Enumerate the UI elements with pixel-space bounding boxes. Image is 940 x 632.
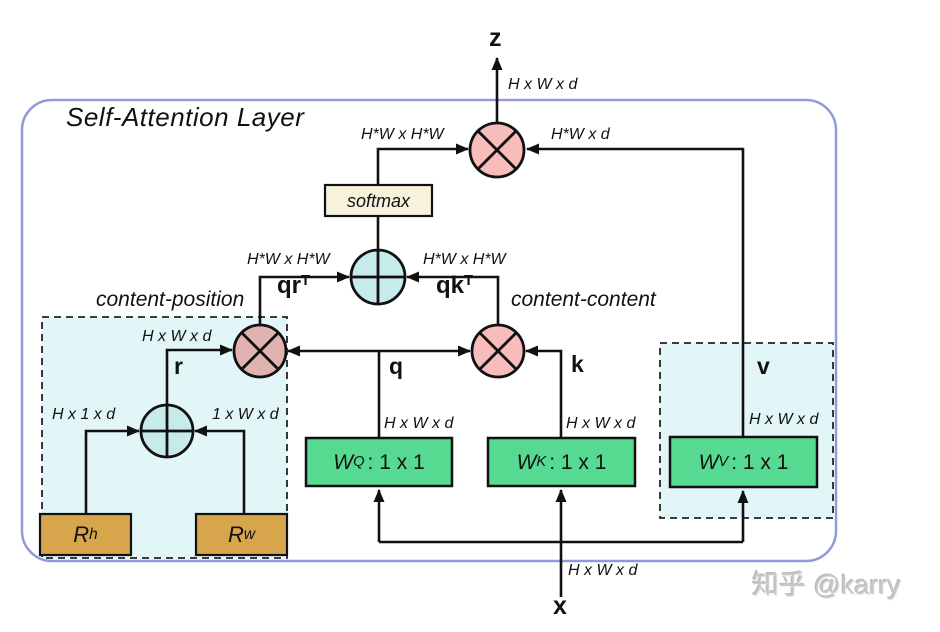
softmax-to-matmul-arrow xyxy=(376,143,469,185)
value-panel xyxy=(659,342,834,519)
v-label: v xyxy=(757,353,770,379)
add-position-node xyxy=(139,403,195,459)
rh-dim-label: H x 1 x d xyxy=(52,406,116,423)
wv-dim-label: H x W x d xyxy=(749,411,819,428)
x-label: x xyxy=(553,592,567,620)
qr-to-add-arrow xyxy=(258,271,350,326)
layer-title: Self-Attention Layer xyxy=(66,102,305,132)
x-dim-label: H x W x d xyxy=(568,562,638,579)
qk-transpose-label: qkT xyxy=(436,272,474,300)
rw-arrow xyxy=(194,425,246,514)
qr-dim-label: H*W x H*W xyxy=(247,251,330,268)
v-to-matmul-arrow xyxy=(526,143,745,437)
k-arrow xyxy=(525,345,563,438)
attention-dim-label: H*W x H*W xyxy=(361,126,444,143)
add-logits-node xyxy=(349,248,407,306)
matmul-position-node xyxy=(232,323,288,379)
softmax-box xyxy=(323,183,434,218)
watermark: 知乎 @karry xyxy=(752,570,901,600)
wq-dim-label: H x W x d xyxy=(384,415,454,432)
rh-box xyxy=(38,512,133,557)
content-position-label: content-position xyxy=(96,288,245,311)
wq-box xyxy=(304,436,454,488)
q-label: q xyxy=(389,353,404,379)
z-label: z xyxy=(489,24,502,52)
r-dim-label: H x W x d xyxy=(142,328,212,345)
qk-to-add-arrow xyxy=(406,271,500,326)
matmul-output-node xyxy=(468,121,526,179)
softmax-label: softmax xyxy=(346,190,411,211)
r-label: r xyxy=(174,353,183,379)
qk-dim-label: H*W x H*W xyxy=(423,251,506,268)
layer-boundary xyxy=(20,98,838,563)
qr-transpose-label: qrT xyxy=(277,272,311,300)
k-label: k xyxy=(571,351,584,377)
wv-box xyxy=(668,435,819,489)
wk-box xyxy=(486,436,637,488)
content-content-label: content-content xyxy=(511,288,656,311)
connectors xyxy=(84,57,749,597)
r-arrow xyxy=(165,344,233,406)
operator-nodes xyxy=(139,121,526,459)
rw-dim-label: 1 x W x d xyxy=(212,406,279,423)
wk-dim-label: H x W x d xyxy=(566,415,636,432)
matmul-content-node xyxy=(470,323,526,379)
z-dim-label: H x W x d xyxy=(508,76,578,93)
rh-arrow xyxy=(84,425,140,514)
rw-box xyxy=(194,512,289,557)
value-dim-label: H*W x d xyxy=(551,126,610,143)
